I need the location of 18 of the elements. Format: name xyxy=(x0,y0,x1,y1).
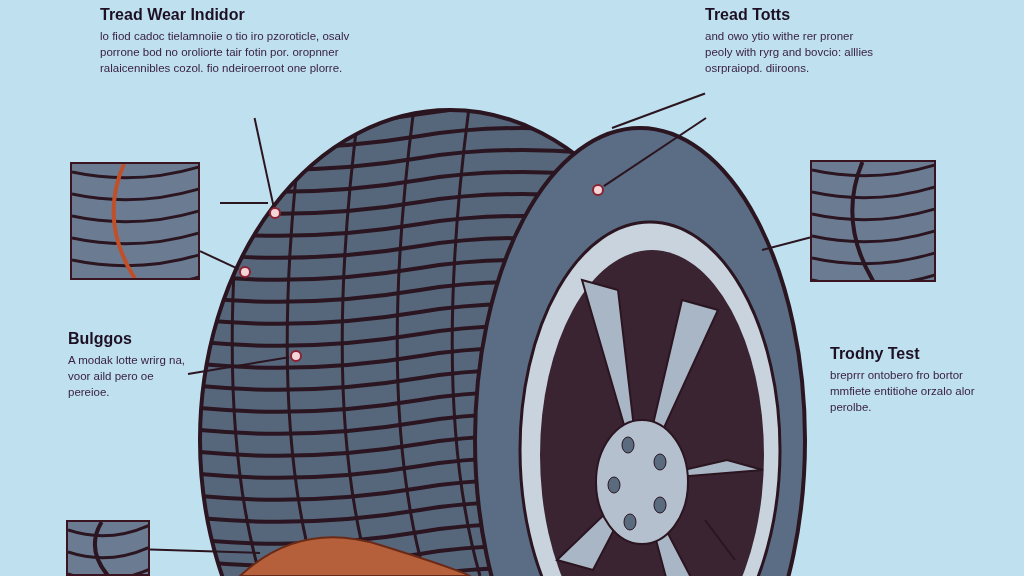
tread-closeup-picture xyxy=(70,162,200,280)
leader-line xyxy=(602,117,707,188)
leader-line xyxy=(199,250,240,271)
callout-heading: Tread Wear Indidor xyxy=(100,6,246,24)
leader-line xyxy=(761,236,811,251)
leader-line xyxy=(611,92,706,129)
callout-text: A modak lotte wrirg na, voor aild pero oe pereioe. xyxy=(68,353,186,400)
tread-closeup-picture xyxy=(810,160,936,282)
callout-text: breprrr ontobero fro bortor mmfiete entitiohe orzalo alor perolbe. xyxy=(830,368,976,415)
leader-line xyxy=(187,356,291,375)
leader-line xyxy=(149,548,261,554)
callout-heading: Bulggos xyxy=(68,330,133,348)
callout-text: lo fiod cadoc tielamnoiie o tio iro pzoroticle, osalv porrone bod no oroliorte tair fotin por. oropnner ralaicennibles cozol. fio ndeiroerroot one plorre. xyxy=(100,29,351,76)
callout-heading: Trodny Test xyxy=(830,345,921,363)
tire-picture xyxy=(66,520,150,576)
callout-text: and owo ytio withe rer proner peoly with ryrg and bovcio: alllies osrpraiopd. diiroons. xyxy=(705,29,875,76)
leader-line xyxy=(253,117,275,208)
callout-heading: Tread Totts xyxy=(705,6,792,24)
